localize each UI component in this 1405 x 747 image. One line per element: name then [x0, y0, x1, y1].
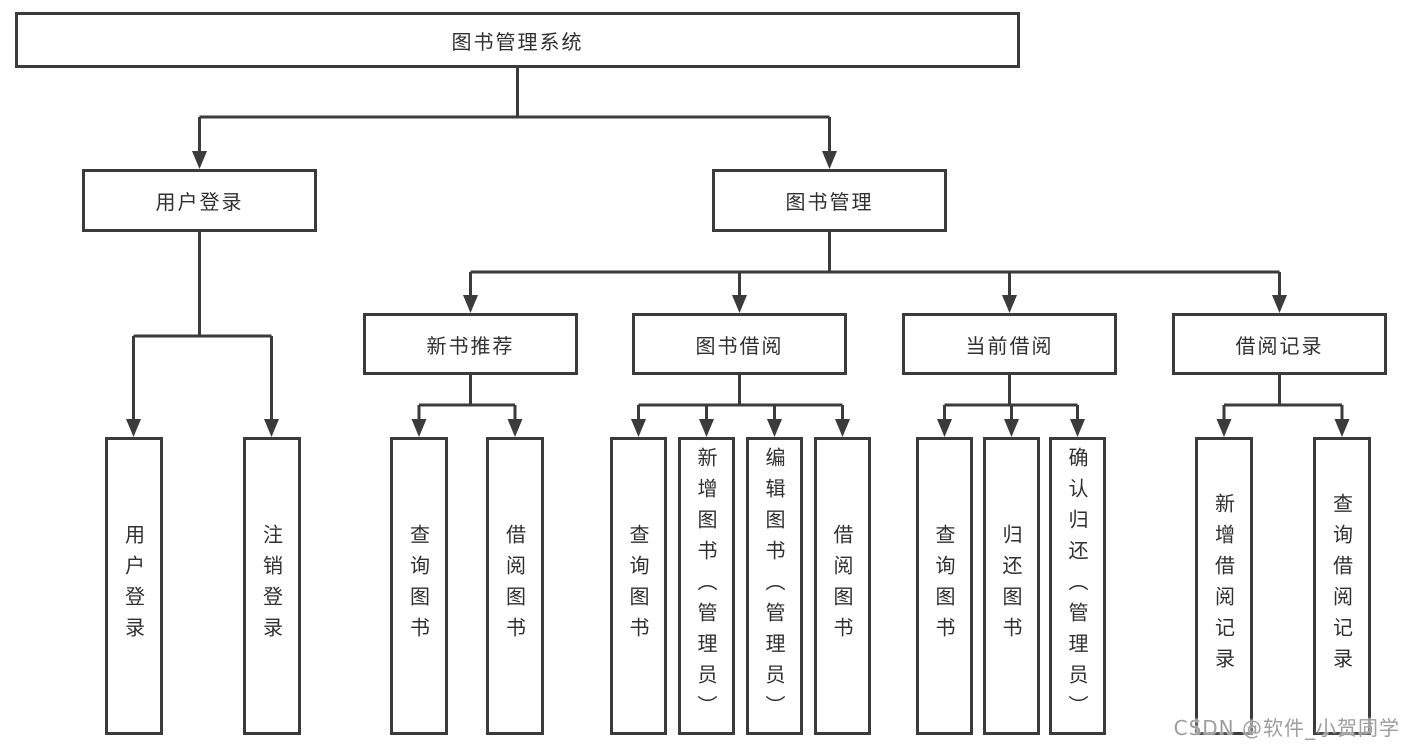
node-label: 用户登录: [121, 524, 146, 648]
leaf-logout-login: 注销登录: [243, 437, 301, 735]
node-book-borrow: 图书借阅: [632, 313, 847, 375]
node-user-login: 用户登录: [82, 169, 317, 232]
leaf-borrow-borrow-book: 借阅图书: [814, 437, 871, 735]
node-label: 查询图书: [932, 524, 956, 648]
node-book-management: 图书管理: [712, 169, 947, 232]
node-label: 新书推荐: [426, 333, 515, 358]
leaf-borrow-edit-book-admin: 编辑图书（管理员）: [746, 437, 803, 735]
node-label: 借阅记录: [1235, 333, 1324, 358]
node-current-borrow: 当前借阅: [902, 313, 1117, 375]
node-borrow-records: 借阅记录: [1172, 313, 1387, 375]
leaf-current-confirm-return-admin: 确认归还（管理员）: [1049, 437, 1106, 735]
watermark: CSDN @软件_小贺同学: [1173, 716, 1400, 740]
leaf-borrow-query-book: 查询图书: [610, 437, 667, 735]
leaf-user-login: 用户登录: [105, 437, 163, 735]
node-label: 归还图书: [999, 524, 1023, 648]
node-library-management-system: 图书管理系统: [15, 12, 1020, 68]
node-label: 新增图书（管理员）: [694, 446, 718, 726]
node-new-book-recommend: 新书推荐: [363, 313, 578, 375]
node-label: 注销登录: [259, 524, 284, 648]
arrowheads: [126, 151, 1350, 437]
node-label: 查询图书: [406, 524, 431, 648]
node-label: 图书管理系统: [451, 29, 584, 54]
node-label: 图书管理: [785, 190, 874, 214]
leaf-records-query-borrow-record: 查询借阅记录: [1313, 437, 1371, 735]
node-label: 确认归还（管理员）: [1065, 446, 1089, 726]
leaf-recommend-query-book: 查询图书: [390, 437, 448, 735]
node-label: 编辑图书（管理员）: [762, 446, 786, 726]
node-label: 查询借阅记录: [1329, 493, 1354, 679]
leaf-records-add-borrow-record: 新增借阅记录: [1195, 437, 1253, 735]
node-label: 图书借阅: [695, 333, 784, 358]
leaf-current-query-book: 查询图书: [916, 437, 973, 735]
leaf-borrow-add-book-admin: 新增图书（管理员）: [678, 437, 735, 735]
node-label: 借阅图书: [502, 524, 527, 648]
node-label: 新增借阅记录: [1211, 493, 1236, 679]
node-label: 借阅图书: [830, 524, 854, 648]
leaf-current-return-book: 归还图书: [983, 437, 1040, 735]
leaf-recommend-borrow-book: 借阅图书: [486, 437, 544, 735]
node-label: 用户登录: [155, 190, 244, 214]
node-label: 当前借阅: [965, 333, 1054, 358]
node-label: 查询图书: [626, 524, 650, 648]
